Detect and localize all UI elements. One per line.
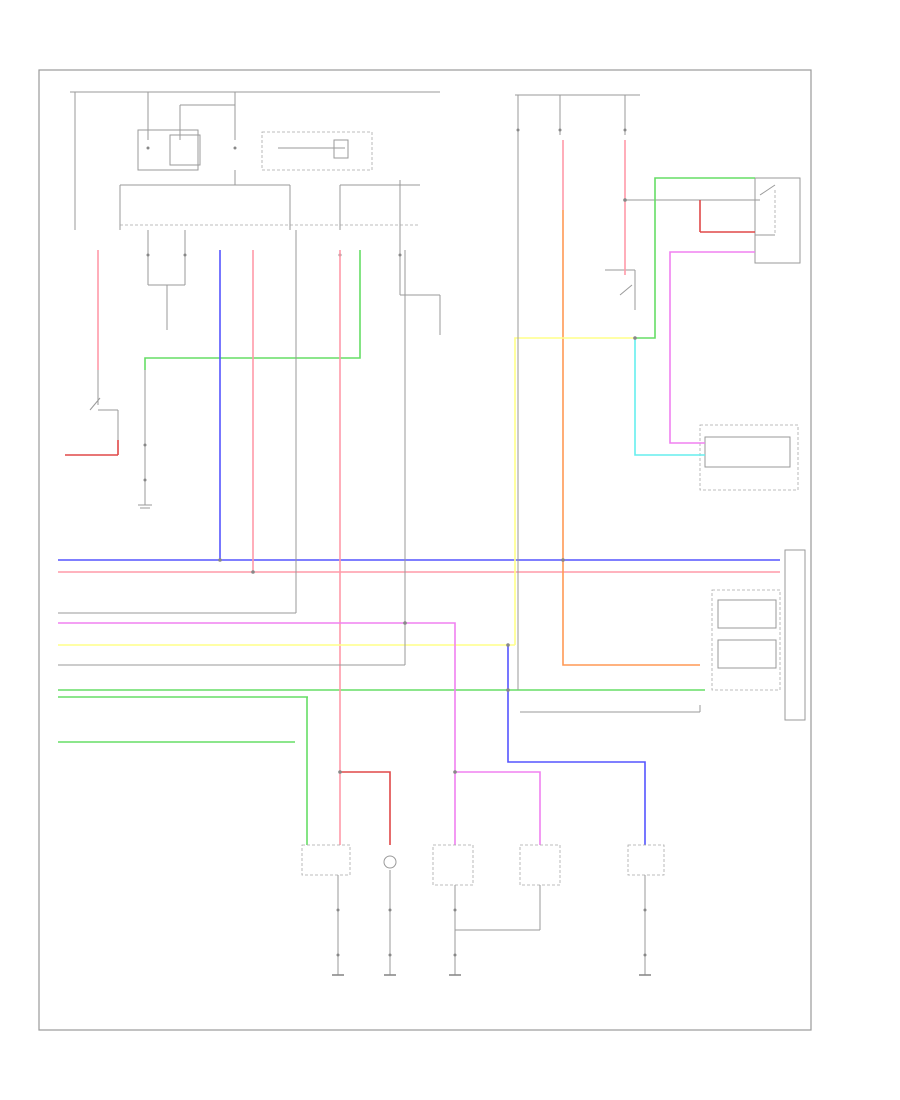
wire-cyan [634, 338, 705, 456]
ground-symbol-top [166, 312, 441, 335]
wire-orange [562, 210, 700, 666]
wire-red [340, 771, 391, 845]
module-right-upper [699, 424, 799, 491]
bottom-components [301, 844, 665, 976]
wire-green [58, 177, 755, 845]
module-right-lower [711, 589, 781, 691]
left-switch-circuit [65, 250, 152, 509]
relay-block-right [515, 94, 801, 310]
wire-yellow [58, 337, 635, 646]
wire-magenta [58, 251, 755, 845]
wire-blue [58, 250, 780, 845]
wire-gray [58, 225, 519, 690]
relay-block-left [70, 91, 441, 330]
diagram-frame [38, 69, 812, 1031]
wire-pink [58, 140, 780, 845]
module-right-upper-inner [704, 436, 791, 468]
connector-strip [784, 549, 806, 721]
